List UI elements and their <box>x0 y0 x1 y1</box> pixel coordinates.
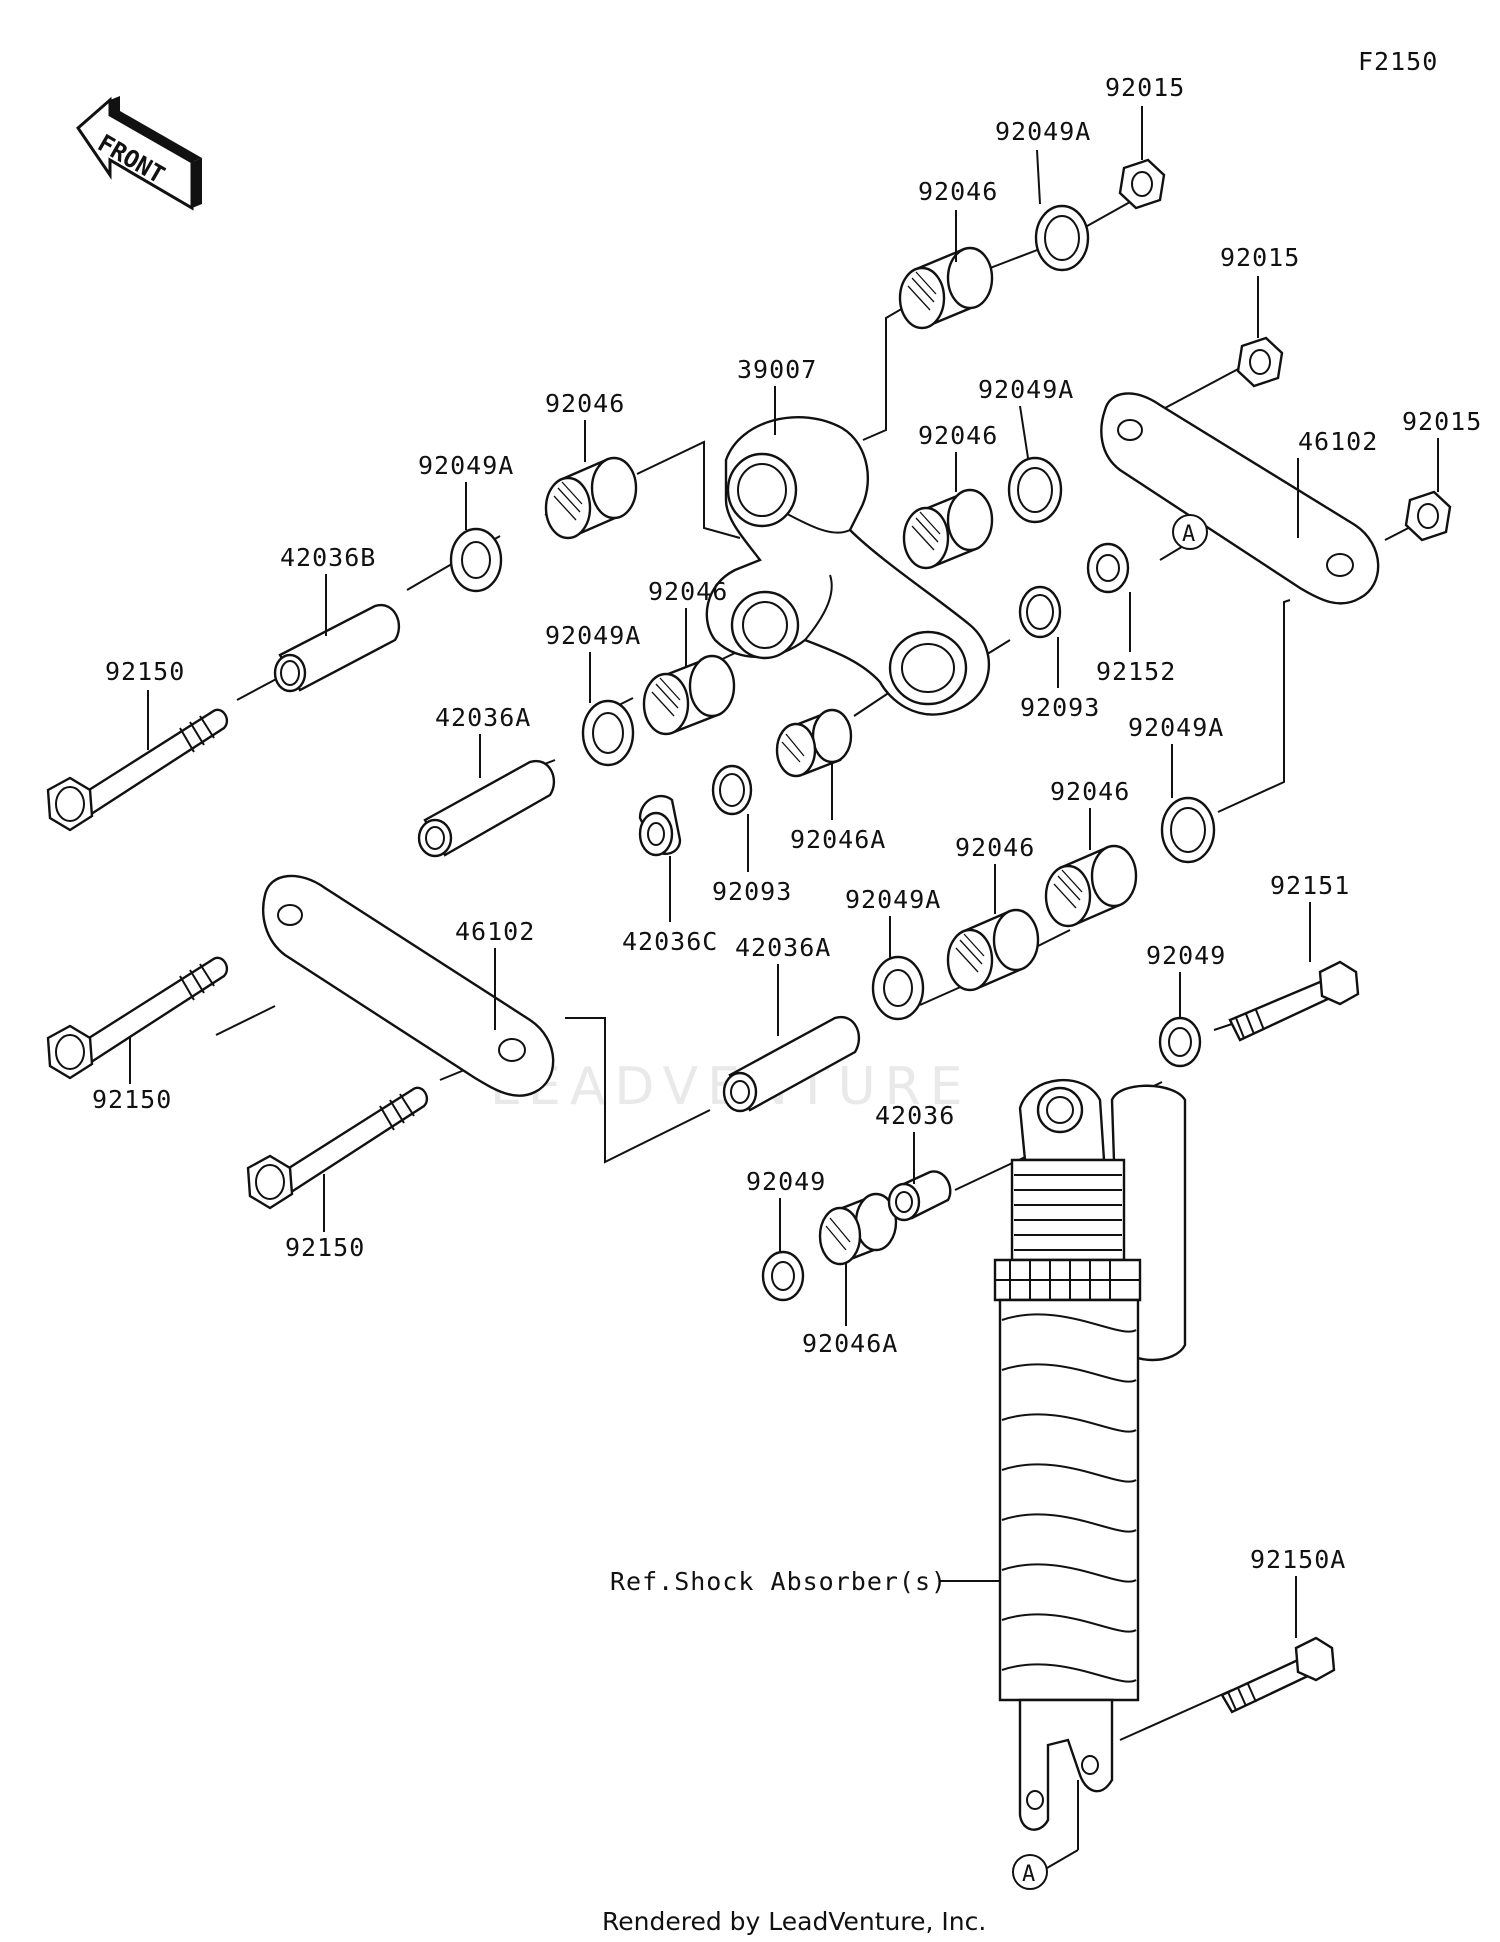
bolt-92150-bottom <box>246 1086 429 1210</box>
label-92093-right: 92093 <box>1020 693 1100 722</box>
oring-92093-right <box>1018 585 1062 639</box>
sleeve-42036B <box>273 603 401 693</box>
front-arrow-icon: FRONT <box>76 96 202 211</box>
seal-92049A-lower <box>871 955 925 1021</box>
label-92015-top: 92015 <box>1105 73 1185 102</box>
tie-rod-46102-left <box>262 874 555 1097</box>
needle-bearing-92046A-center <box>775 708 853 778</box>
label-92049A-mid: 92049A <box>545 621 641 650</box>
needle-bearing-92046-mid <box>642 654 736 736</box>
sleeve-42036A-left <box>417 759 556 858</box>
collar-92152 <box>1086 542 1130 594</box>
oring-92093-center <box>711 764 753 816</box>
needle-bearing-92046-left <box>544 456 638 540</box>
label-46102-right: 46102 <box>1298 427 1378 456</box>
ref-shock-absorber-label: Ref.Shock Absorber(s) <box>610 1567 947 1596</box>
label-92150A: 92150A <box>1250 1545 1346 1574</box>
seal-92049A-top <box>1034 204 1090 272</box>
shock-absorber <box>993 1079 1187 1850</box>
label-46102-left: 46102 <box>455 917 535 946</box>
label-92150-top: 92150 <box>105 657 185 686</box>
label-92049A-right: 92049A <box>978 375 1074 404</box>
label-92150-mid: 92150 <box>92 1085 172 1114</box>
label-42036A-center: 42036A <box>735 933 831 962</box>
nut-92015-right <box>1404 490 1452 542</box>
seal-92049A-right <box>1007 456 1063 524</box>
label-92046-lowright: 92046 <box>1050 777 1130 806</box>
label-92046A-bottom: 92046A <box>802 1329 898 1358</box>
diagram-id: F2150 <box>1358 47 1438 76</box>
label-92015-mid: 92015 <box>1220 243 1300 272</box>
label-92046A-center: 92046A <box>790 825 886 854</box>
label-92150-bottom: 92150 <box>285 1233 365 1262</box>
needle-bearing-92046A-bottom <box>818 1192 898 1266</box>
collar-42036C <box>638 794 682 857</box>
seal-92049A-mid <box>581 699 635 767</box>
seal-92049A-lowright <box>1160 796 1216 864</box>
label-39007: 39007 <box>737 355 817 384</box>
rocker-arm-39007 <box>705 415 991 716</box>
label-92049A-top: 92049A <box>995 117 1091 146</box>
label-92046-mid: 92046 <box>648 577 728 606</box>
label-92046-lower: 92046 <box>955 833 1035 862</box>
sleeve-42036A-center <box>722 1015 861 1113</box>
label-42036B: 42036B <box>280 543 376 572</box>
bolt-92150A <box>1220 1636 1336 1714</box>
label-42036: 42036 <box>875 1101 955 1130</box>
needle-bearing-92046-lowright <box>1044 844 1138 928</box>
seal-92049A-left <box>449 527 503 593</box>
label-92049A-left: 92049A <box>418 451 514 480</box>
callout-a-lower: A <box>1012 1849 1079 1890</box>
label-92151: 92151 <box>1270 871 1350 900</box>
label-92049-left: 92049 <box>746 1167 826 1196</box>
needle-bearing-92046-lower <box>946 908 1040 992</box>
callout-a-upper-letter: A <box>1182 522 1195 547</box>
callout-a-lower-letter: A <box>1022 1862 1035 1887</box>
needle-bearing-92046-top <box>898 246 994 330</box>
label-92049-right: 92049 <box>1146 941 1226 970</box>
seal-92049-right <box>1158 1016 1202 1068</box>
label-92093-center: 92093 <box>712 877 792 906</box>
label-92046-top: 92046 <box>918 177 998 206</box>
callout-a-upper: A <box>1172 514 1208 550</box>
needle-bearing-92046-center <box>902 488 994 570</box>
label-92152: 92152 <box>1096 657 1176 686</box>
sleeve-42036 <box>887 1170 952 1222</box>
tie-rod-46102-right <box>1100 392 1380 605</box>
nut-92015-mid <box>1236 336 1284 388</box>
label-92046-left: 92046 <box>545 389 625 418</box>
bolt-92150-mid <box>46 956 229 1080</box>
seal-92049-left <box>761 1250 805 1302</box>
part-labels: 92015 92049A 92046 92015 39007 92046 920… <box>92 73 1482 1638</box>
label-92015-right: 92015 <box>1402 407 1482 436</box>
label-42036A-left: 42036A <box>435 703 531 732</box>
footer-credit: Rendered by LeadVenture, Inc. <box>602 1907 986 1936</box>
bolt-92151 <box>1228 960 1360 1042</box>
label-92049A-lowright: 92049A <box>1128 713 1224 742</box>
label-92049A-lower: 92049A <box>845 885 941 914</box>
label-42036C: 42036C <box>622 927 718 956</box>
label-92046-center: 92046 <box>918 421 998 450</box>
nut-92015-top <box>1118 158 1166 210</box>
bolt-92150-top <box>46 708 229 832</box>
